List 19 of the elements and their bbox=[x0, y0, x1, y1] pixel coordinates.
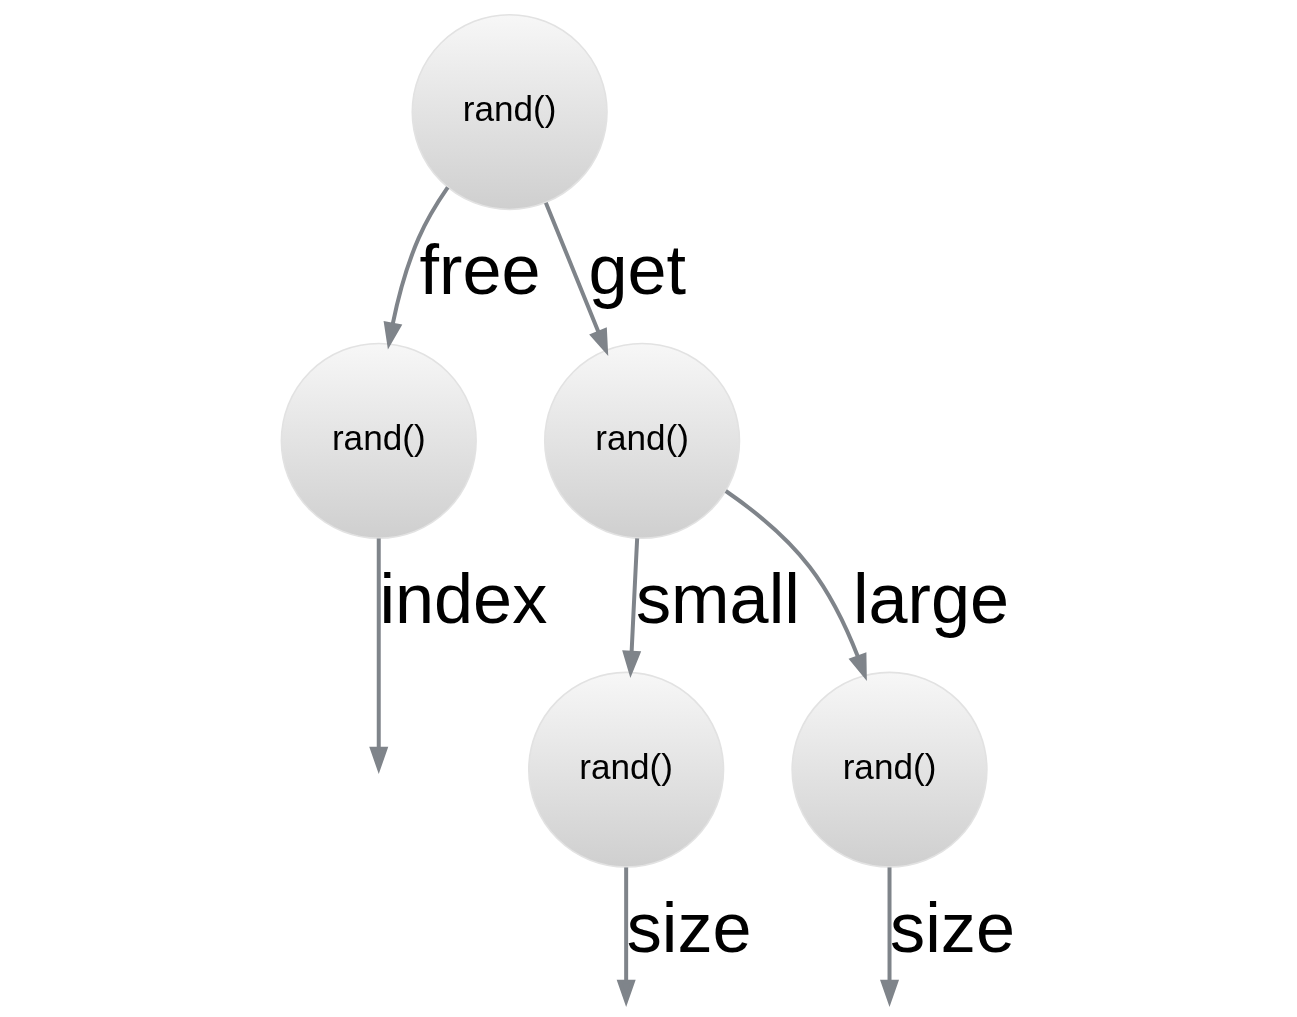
arrow bbox=[544, 201, 609, 356]
node-circle: rand() bbox=[528, 671, 725, 868]
node-circle: rand() bbox=[411, 13, 608, 211]
edge-label: index bbox=[379, 559, 548, 639]
edge-label: large bbox=[852, 559, 1010, 639]
arrow bbox=[383, 186, 450, 350]
node-circle: rand() bbox=[791, 671, 988, 868]
arrow bbox=[369, 538, 389, 775]
edge-label: small bbox=[636, 559, 800, 639]
node-circle: rand() bbox=[280, 342, 477, 540]
arrow bbox=[622, 538, 642, 678]
edge-label: free bbox=[419, 230, 541, 310]
node-circle: rand() bbox=[543, 342, 741, 540]
arrow bbox=[880, 867, 900, 1007]
edge-label: size bbox=[626, 887, 752, 967]
edge-label: size bbox=[890, 887, 1015, 967]
arrow bbox=[724, 489, 867, 682]
arrow bbox=[616, 867, 636, 1007]
edge-label: get bbox=[588, 230, 687, 310]
